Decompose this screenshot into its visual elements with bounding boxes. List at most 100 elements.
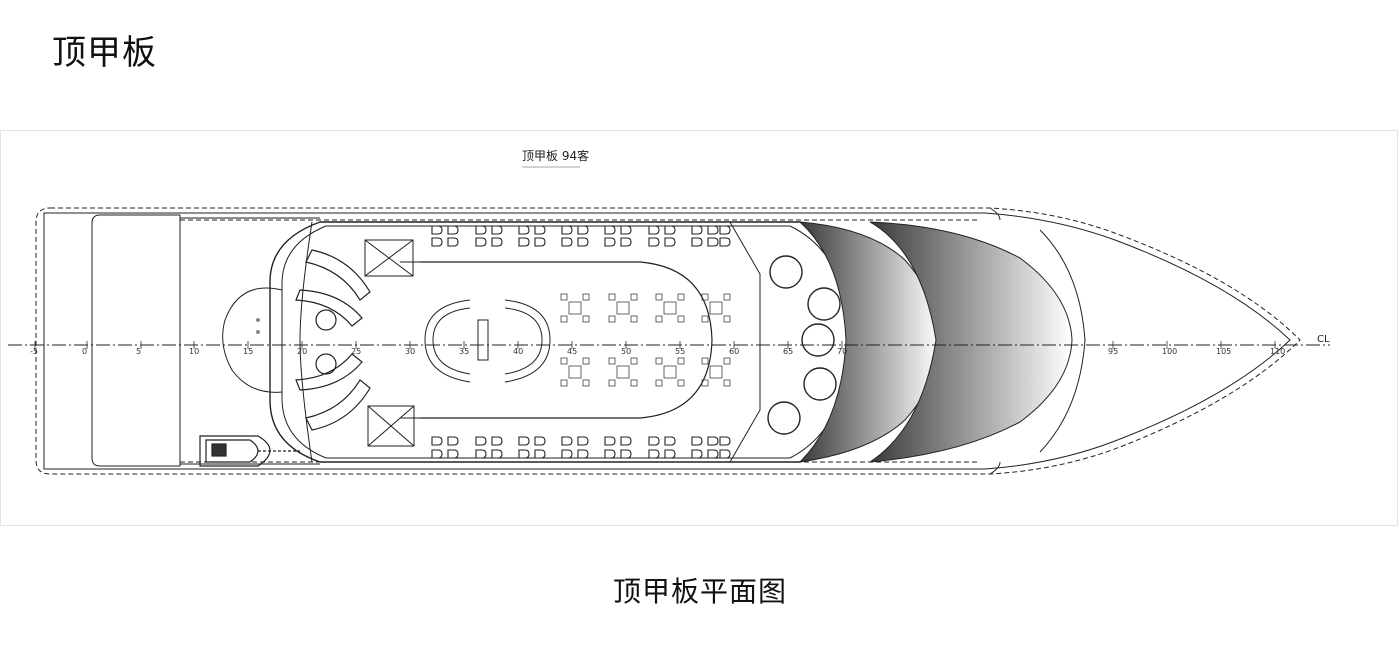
centerline-label: CL: [1317, 334, 1330, 345]
seat: [707, 237, 719, 247]
seat: [431, 237, 443, 247]
frame-number: 25: [351, 347, 361, 356]
seat: [719, 225, 731, 235]
round-tables: [767, 255, 841, 435]
table-set: [560, 293, 590, 323]
table-set: [655, 357, 685, 387]
seat: [664, 225, 676, 235]
seat: [707, 225, 719, 235]
seat: [707, 436, 719, 446]
promenade-inner: [400, 261, 420, 419]
table-set: [655, 293, 685, 323]
seat: [534, 449, 546, 459]
seat: [604, 436, 616, 446]
seat: [648, 237, 660, 247]
frame-number: 95: [1108, 347, 1118, 356]
table-set: [608, 293, 638, 323]
aft-lounge-bulge: [222, 287, 283, 393]
frame-number: -5: [30, 347, 38, 356]
round-table: [767, 401, 801, 435]
seat: [604, 449, 616, 459]
round-table: [807, 287, 841, 321]
frame-number: 110: [1270, 347, 1285, 356]
frame-number: 30: [405, 347, 415, 356]
frame-number: 5: [136, 347, 141, 356]
bar-counters: [424, 299, 551, 383]
seat: [707, 449, 719, 459]
seat: [447, 449, 459, 459]
frame-number: 100: [1162, 347, 1177, 356]
seat: [561, 225, 573, 235]
seat-row-port: [431, 225, 731, 247]
seat: [534, 237, 546, 247]
seat: [648, 436, 660, 446]
curved-stairs: [295, 249, 371, 431]
seat: [620, 436, 632, 446]
seat: [577, 449, 589, 459]
seat: [664, 237, 676, 247]
seat: [534, 225, 546, 235]
seat: [691, 225, 703, 235]
seat: [604, 237, 616, 247]
seat: [491, 436, 503, 446]
page-title: 顶甲板: [52, 33, 157, 73]
seat: [475, 436, 487, 446]
frame-number: 65: [783, 347, 793, 356]
seat: [491, 225, 503, 235]
central-promenade: [420, 261, 713, 419]
seat: [431, 449, 443, 459]
seat: [604, 225, 616, 235]
table-set: [701, 293, 731, 323]
seat: [475, 225, 487, 235]
frame-number: 45: [567, 347, 577, 356]
seat: [691, 237, 703, 247]
seat: [447, 237, 459, 247]
round-table: [803, 367, 837, 401]
drawing-frame: [0, 130, 1398, 526]
seat: [534, 436, 546, 446]
seat: [577, 237, 589, 247]
seat: [518, 436, 530, 446]
seat: [518, 449, 530, 459]
frame-number: 0: [82, 347, 87, 356]
seat: [691, 436, 703, 446]
seat: [719, 237, 731, 247]
frame-number: 105: [1216, 347, 1231, 356]
table-set: [701, 357, 731, 387]
round-table: [769, 255, 803, 289]
seat: [475, 237, 487, 247]
hull-outline: [35, 207, 1301, 475]
seat: [719, 449, 731, 459]
seat: [664, 436, 676, 446]
seat: [577, 225, 589, 235]
tender-boat: [199, 435, 300, 467]
seat: [691, 449, 703, 459]
round-table: [801, 323, 835, 357]
seat: [491, 237, 503, 247]
seat: [447, 225, 459, 235]
seat: [620, 237, 632, 247]
drawing-label: 顶甲板 94客: [522, 148, 589, 163]
figure-caption: 顶甲板平面图: [612, 575, 787, 608]
stair-rooms: [364, 239, 415, 447]
table-set: [608, 357, 638, 387]
seat: [577, 436, 589, 446]
frame-number: 60: [729, 347, 739, 356]
frame-number: 70: [837, 347, 847, 356]
frame-number: 35: [459, 347, 469, 356]
seat: [491, 449, 503, 459]
table-set: [560, 357, 590, 387]
seat: [561, 436, 573, 446]
seat: [518, 225, 530, 235]
seat-row-starboard: [431, 436, 731, 459]
fore-windshields: [798, 221, 1086, 463]
frame-number: 55: [675, 347, 685, 356]
seat: [719, 436, 731, 446]
square-table-sets: [560, 293, 731, 387]
seat: [664, 449, 676, 459]
seat: [620, 225, 632, 235]
frame-number: 40: [513, 347, 523, 356]
frame-number: 20: [297, 347, 307, 356]
